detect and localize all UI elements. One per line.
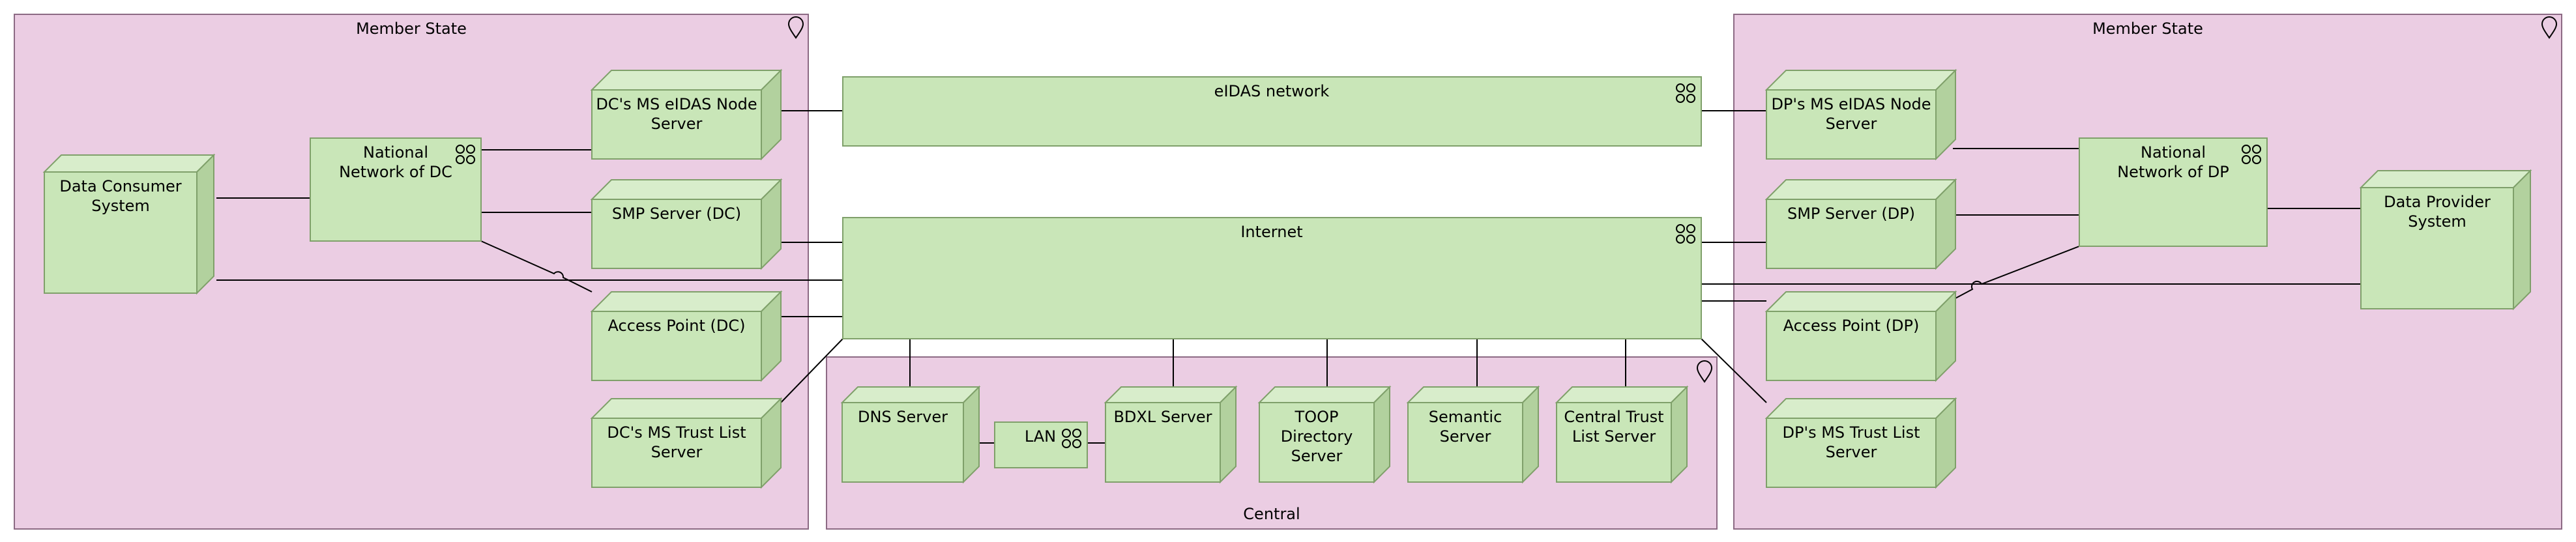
node-label: Network of DC bbox=[339, 163, 452, 181]
location-pin-icon bbox=[2541, 16, 2558, 39]
network-icon bbox=[1676, 83, 1695, 103]
location-label: Member State bbox=[356, 20, 467, 38]
connection-nndc-to-ap-dc bbox=[480, 240, 593, 292]
node-label: TOOP bbox=[1295, 408, 1339, 426]
node-label: BDXL Server bbox=[1113, 408, 1212, 426]
location-label: Member State bbox=[2092, 20, 2203, 38]
node-smp-server-dc[interactable]: SMP Server (DC) bbox=[590, 178, 783, 270]
node-label: DC's MS Trust List bbox=[607, 423, 746, 442]
node-label: National bbox=[363, 143, 428, 162]
connection-tl-dc-to-internet bbox=[780, 338, 843, 403]
node-label: National bbox=[2141, 143, 2206, 162]
node-label: Directory bbox=[1281, 427, 1353, 446]
node-access-point-dc[interactable]: Access Point (DC) bbox=[590, 290, 783, 382]
node-label: Central Trust bbox=[1564, 408, 1663, 426]
node-label: Semantic bbox=[1429, 408, 1502, 426]
node-label: DP's MS Trust List bbox=[1783, 423, 1920, 442]
network-icon bbox=[1062, 429, 1081, 448]
node-label: Data Provider bbox=[2384, 193, 2491, 211]
node-label: Network of DP bbox=[2117, 163, 2229, 181]
node-label: Internet bbox=[1240, 223, 1302, 241]
location-label: Central bbox=[1243, 505, 1300, 523]
node-label: LAN bbox=[1025, 427, 1056, 446]
node-label: Server bbox=[1291, 447, 1343, 465]
node-bdxl-server[interactable]: BDXL Server bbox=[1104, 385, 1238, 484]
node-label: Server bbox=[651, 115, 703, 133]
node-label: Access Point (DP) bbox=[1783, 317, 1920, 335]
node-label: DC's MS eIDAS Node bbox=[596, 95, 757, 113]
node-label: Server bbox=[651, 443, 703, 461]
node-label: DP's MS eIDAS Node bbox=[1771, 95, 1931, 113]
node-dns-server[interactable]: DNS Server bbox=[840, 385, 981, 484]
node-label: DNS Server bbox=[858, 408, 948, 426]
node-label: SMP Server (DP) bbox=[1787, 205, 1915, 223]
node-smp-server-dp[interactable]: SMP Server (DP) bbox=[1764, 178, 1957, 270]
node-lan[interactable]: LAN bbox=[994, 421, 1088, 468]
node-label: SMP Server (DC) bbox=[612, 205, 741, 223]
node-label: Server bbox=[1826, 443, 1877, 461]
node-label: Server bbox=[1440, 427, 1491, 446]
location-pin-icon bbox=[1696, 360, 1713, 383]
node-eidas-network[interactable]: eIDAS network bbox=[842, 76, 1702, 147]
connection-internet-to-tl-dp bbox=[1701, 338, 1767, 403]
network-icon bbox=[2242, 145, 2261, 164]
node-label: List Server bbox=[1572, 427, 1656, 446]
node-label: System bbox=[2408, 212, 2466, 231]
node-label: Access Point (DC) bbox=[608, 317, 746, 335]
node-internet[interactable]: Internet bbox=[842, 217, 1702, 339]
connection-ap-dp-to-nndp bbox=[1952, 246, 2080, 300]
node-label: Server bbox=[1826, 115, 1877, 133]
network-icon bbox=[1676, 224, 1695, 244]
network-icon bbox=[456, 145, 475, 164]
location-pin-icon bbox=[787, 16, 804, 39]
node-label: eIDAS network bbox=[1214, 82, 1330, 100]
node-label: System bbox=[91, 197, 150, 215]
node-access-point-dp[interactable]: Access Point (DP) bbox=[1764, 290, 1957, 382]
connection-lines bbox=[216, 110, 2361, 444]
node-label: Data Consumer bbox=[59, 177, 181, 195]
